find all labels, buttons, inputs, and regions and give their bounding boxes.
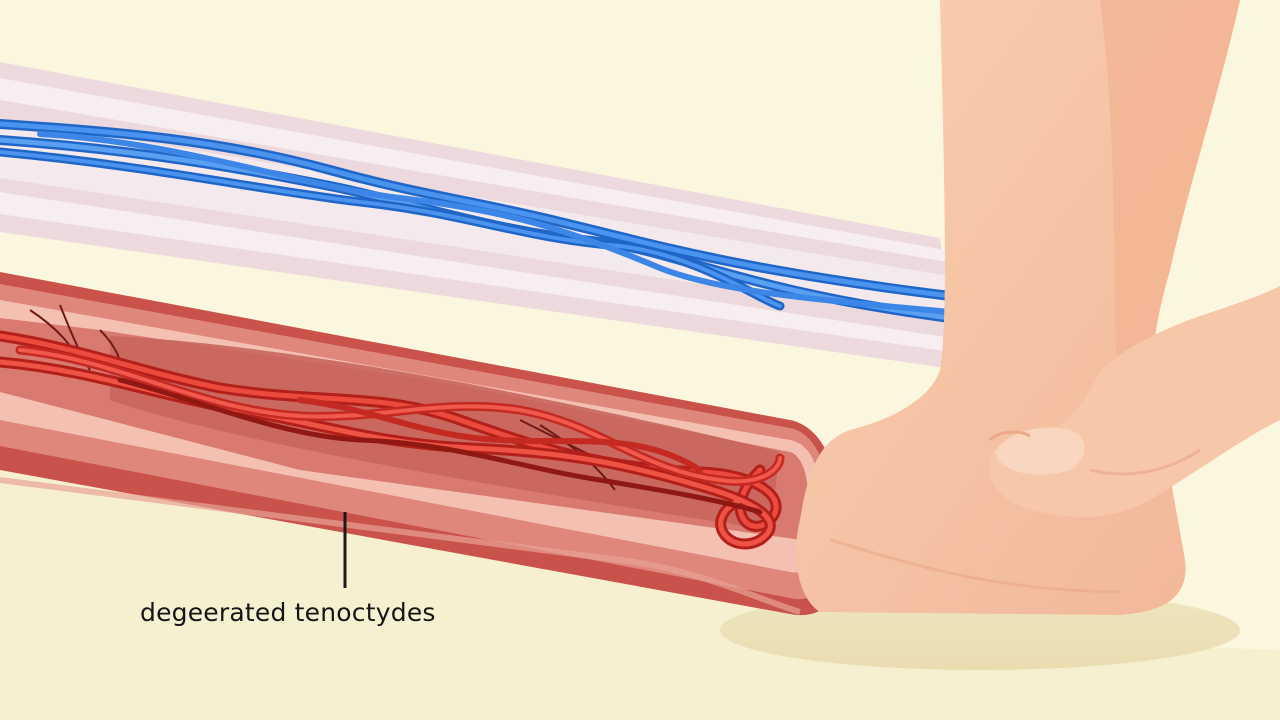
degenerated-fiber-bundle [0,330,785,550]
annotation-label: degeerated tenoctydes [140,598,436,627]
healthy-fiber-bundle [0,119,955,323]
hand-illustration [988,286,1280,517]
healthy-tendon [0,62,960,370]
degenerated-tendon [0,272,843,616]
